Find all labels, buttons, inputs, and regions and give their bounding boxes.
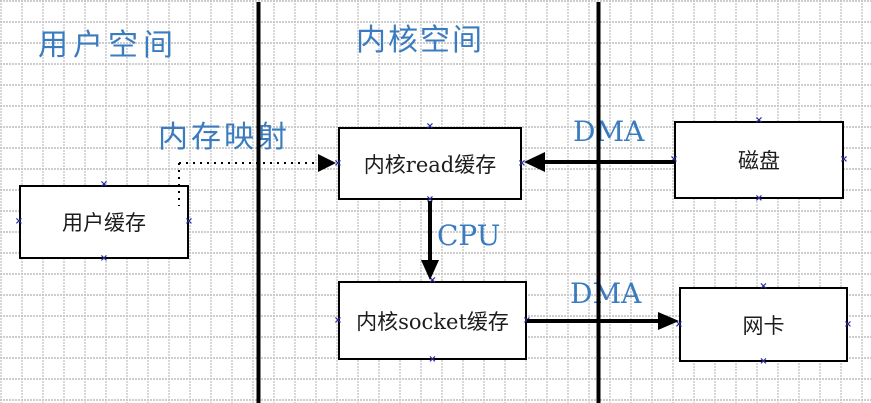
connection-point-icon: × bbox=[425, 121, 435, 132]
connection-point-icon: × bbox=[14, 216, 24, 227]
node-label-user-buffer: 用户缓存 bbox=[62, 211, 146, 235]
node-user-buffer: 用户缓存 × × × × bbox=[15, 180, 193, 264]
region-label-kernel-space: 内核空间 bbox=[356, 23, 484, 58]
connection-point-icon: × bbox=[428, 275, 437, 286]
node-kernel-socket-buffer: 内核socket缓存 × × × × bbox=[334, 276, 531, 365]
connection-point-icon: × bbox=[759, 281, 768, 292]
node-label-kernel-read-buffer: 内核read缓存 bbox=[363, 152, 497, 177]
connection-point-icon: × bbox=[754, 193, 764, 204]
connection-point-icon: × bbox=[522, 314, 532, 326]
node-label-kernel-socket-buffer: 内核socket缓存 bbox=[356, 309, 509, 334]
connection-point-icon: × bbox=[333, 157, 343, 169]
region-label-user-space: 用户空间 bbox=[38, 28, 178, 63]
connection-point-icon: × bbox=[99, 253, 109, 264]
dotted-arrow-memory-mapping bbox=[178, 154, 336, 206]
arrow-disk-to-read-buffer bbox=[524, 152, 674, 172]
connection-point-icon: × bbox=[669, 154, 679, 165]
arrow-socket-to-nic bbox=[527, 312, 679, 330]
connection-point-icon: × bbox=[674, 318, 684, 330]
connection-point-icon: × bbox=[759, 356, 768, 367]
connection-point-icon: × bbox=[754, 115, 764, 126]
edge-label-cpu-copy: CPU bbox=[437, 219, 501, 252]
node-disk: 磁盘 × × × × bbox=[670, 116, 848, 204]
connection-point-icon: × bbox=[517, 157, 527, 169]
connection-point-icon: × bbox=[333, 314, 343, 326]
edge-label-dma-socket-to-nic: DMA bbox=[570, 277, 642, 310]
edge-label-dma-disk-to-read: DMA bbox=[573, 115, 645, 148]
connection-point-icon: × bbox=[428, 354, 437, 365]
edge-label-memory-mapping: 内存映射 bbox=[158, 120, 290, 155]
connection-point-icon: × bbox=[99, 179, 109, 190]
connection-point-icon: × bbox=[184, 216, 194, 227]
connection-point-icon: × bbox=[425, 194, 435, 205]
node-label-disk: 磁盘 bbox=[738, 149, 780, 173]
connection-point-icon: × bbox=[839, 154, 849, 165]
node-label-nic: 网卡 bbox=[742, 313, 785, 338]
connection-point-icon: × bbox=[843, 318, 853, 330]
node-kernel-read-buffer: 内核read缓存 × × × × bbox=[334, 122, 526, 205]
node-nic: 网卡 × × × × bbox=[675, 282, 852, 367]
